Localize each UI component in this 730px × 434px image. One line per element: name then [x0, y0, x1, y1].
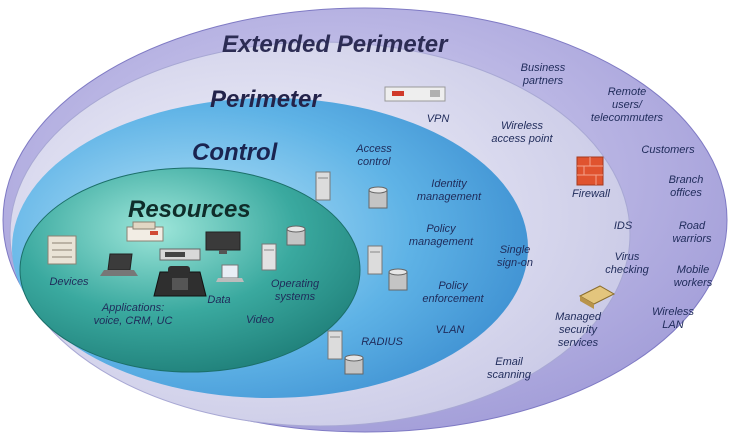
- monitor-icon: [205, 231, 241, 254]
- database-icon: [388, 268, 408, 291]
- label-customers: Customers: [641, 144, 695, 156]
- resources-title: Resources: [128, 196, 251, 223]
- label-email-scanning: Email scanning: [486, 356, 532, 381]
- server-icon: [315, 171, 331, 201]
- label-branch-offices: Branch offices: [668, 174, 704, 199]
- extended-perimeter-title: Extended Perimeter: [222, 31, 448, 58]
- database-icon: [368, 186, 388, 209]
- label-road-warriors: Road warriors: [672, 220, 712, 245]
- laptop-icon: [216, 264, 244, 282]
- managed-security-device-icon: [578, 285, 616, 309]
- control-title: Control: [192, 139, 278, 166]
- label-video: Video: [246, 314, 274, 326]
- laptop-icon: [100, 253, 138, 276]
- server-icon: [261, 243, 277, 271]
- firewall-icon: [576, 156, 604, 186]
- rack-device-icon: [47, 235, 77, 265]
- database-icon: [344, 354, 364, 375]
- label-wireless-access-point: Wireless access point: [491, 120, 553, 145]
- label-policy-enforcement: Policy enforcement: [422, 280, 484, 305]
- label-access-control: Access control: [356, 143, 392, 168]
- label-vlan: VLAN: [435, 324, 465, 336]
- label-single-sign-on: Single sign-on: [496, 244, 534, 269]
- label-vpn: VPN: [426, 113, 450, 125]
- database-icon: [286, 225, 306, 246]
- perimeter-title: Perimeter: [210, 86, 321, 113]
- label-applications: Applications: voice, CRM, UC: [93, 302, 173, 327]
- label-wireless-lan: Wireless LAN: [651, 306, 695, 331]
- label-business-partners: Business partners: [520, 62, 566, 87]
- server-icon: [367, 245, 383, 275]
- label-ids: IDS: [613, 220, 633, 232]
- rack-device-icon: [159, 248, 201, 261]
- label-devices: Devices: [49, 276, 89, 288]
- label-data: Data: [207, 294, 231, 306]
- label-identity-management: Identity management: [416, 178, 482, 203]
- label-virus-checking: Virus checking: [605, 251, 649, 276]
- label-policy-management: Policy management: [408, 223, 474, 248]
- phone-icon: [153, 266, 207, 297]
- vpn-appliance-icon: [384, 86, 446, 102]
- label-mobile-workers: Mobile workers: [673, 264, 713, 289]
- label-remote-users: Remote users/ telecommuters: [590, 86, 664, 124]
- fax-icon: [126, 221, 164, 242]
- server-icon: [327, 330, 343, 360]
- label-radius: RADIUS: [361, 336, 403, 348]
- label-operating-systems: Operating systems: [270, 278, 320, 303]
- label-managed-security-services: Managed security services: [555, 311, 601, 349]
- label-firewall: Firewall: [572, 188, 610, 200]
